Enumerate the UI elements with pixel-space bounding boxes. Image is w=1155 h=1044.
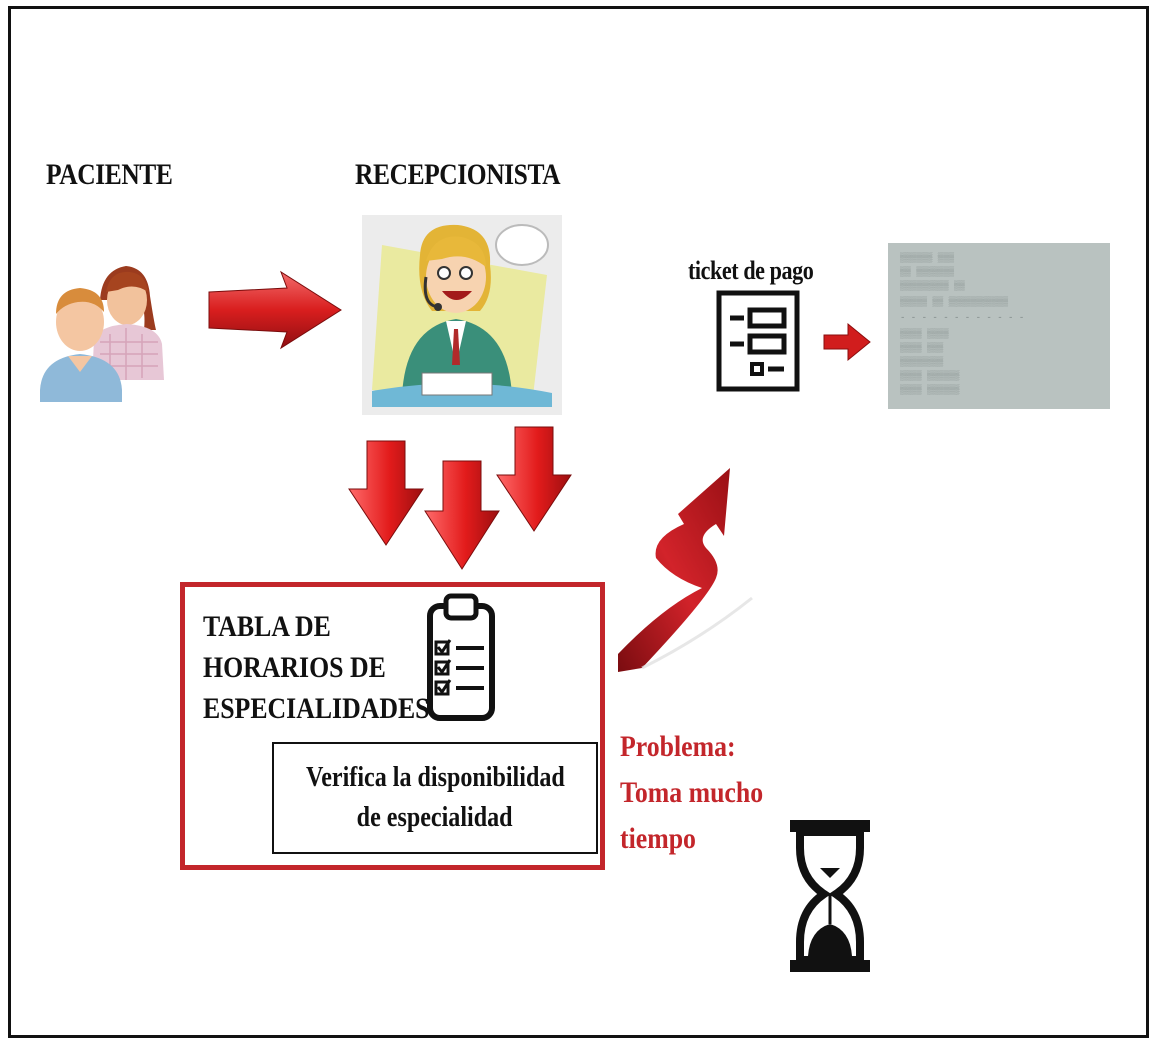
hourglass-icon [790, 820, 870, 972]
patients-icon [40, 266, 164, 402]
receptionist-illustration [362, 215, 562, 415]
diagram-frame [8, 6, 1149, 1038]
receipt-photo: ▒▒▒▒▒▒ ▒▒▒ ▒▒ ▒▒▒▒▒▒▒ ▒▒▒▒▒▒▒▒▒ ▒▒ ▒▒▒▒▒… [888, 243, 1110, 409]
label-paciente: PACIENTE [46, 158, 173, 191]
problema-line: tiempo [620, 822, 696, 855]
problema-line: Problema: [620, 730, 736, 763]
verifica-line: Verifica la disponibilidad [305, 762, 565, 793]
label-recepcionista: RECEPCIONISTA [355, 158, 561, 191]
tabla-title-line: ESPECIALIDADES [203, 692, 430, 725]
tabla-title-line: HORARIOS DE [203, 651, 386, 684]
form-icon [716, 290, 800, 392]
problema-text: Problema: Toma mucho tiempo [620, 724, 763, 862]
red-arrow-icon [618, 468, 753, 672]
red-arrow-icon [208, 270, 342, 350]
red-arrow-icon [823, 322, 871, 362]
problema-line: Toma mucho [620, 776, 764, 809]
label-ticket-de-pago: ticket de pago [688, 256, 814, 285]
verifica-disponibilidad-box: Verifica la disponibilidad de especialid… [272, 742, 598, 854]
red-arrow-icon [348, 426, 572, 570]
tabla-horarios-box [180, 582, 605, 870]
verifica-line: de especialidad [357, 802, 513, 833]
tabla-horarios-title: TABLA DE HORARIOS DE ESPECIALIDADES [203, 606, 430, 729]
tabla-title-line: TABLA DE [203, 610, 331, 643]
clipboard-checklist-icon [427, 593, 495, 721]
